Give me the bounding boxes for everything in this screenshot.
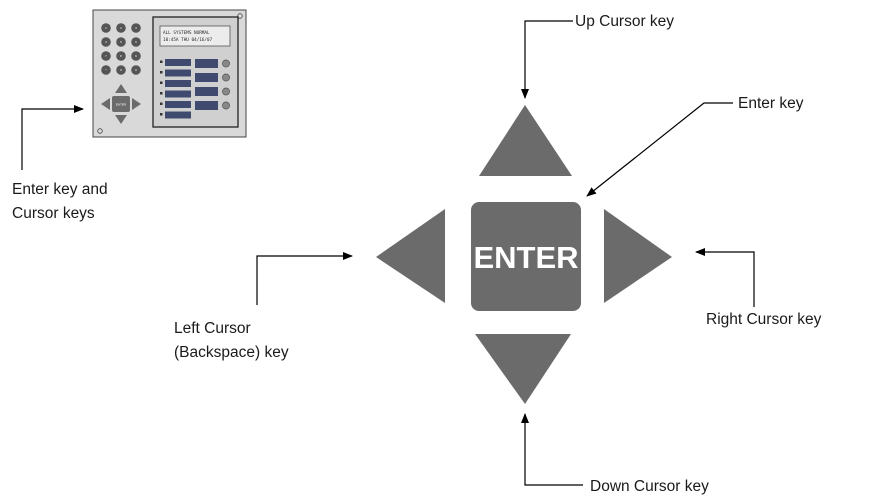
thumbnail-digit-key — [131, 65, 141, 75]
thumbnail-digit-key — [131, 23, 141, 33]
status-led — [160, 113, 163, 116]
function-label-plate — [195, 87, 218, 96]
leader-enter-key — [586, 102, 733, 197]
label-down-cursor-key: Down Cursor key — [590, 478, 709, 495]
function-button — [222, 87, 230, 96]
enter-key — [471, 202, 581, 311]
label-enter-key: Enter key — [738, 95, 804, 112]
control-panel-thumbnail: 1 2 3 4 5 6 7 8 9 * 0 # ENTER ALL SYSTEMS NORMAL 10… — [92, 9, 247, 138]
function-label-plate — [195, 59, 218, 68]
thumbnail-digit-key — [101, 23, 111, 33]
thumbnail-digit-label: 7 — [105, 54, 107, 58]
leader-up-cursor — [521, 20, 573, 99]
panel-screw — [237, 13, 243, 19]
lcd-line-2: 10:45A THU 04/16/07 — [163, 37, 213, 43]
thumbnail-digit-label: * — [105, 68, 107, 72]
callout-lines — [21, 20, 755, 486]
thumbnail-digit-key — [101, 65, 111, 75]
label-left-cursor-line2: (Backspace) key — [174, 344, 289, 361]
function-label-plate — [195, 101, 218, 110]
status-label-plate — [165, 59, 191, 66]
thumbnail-digit-label: # — [135, 68, 137, 72]
thumbnail-digit-key — [131, 37, 141, 47]
thumbnail-digit-key — [101, 37, 111, 47]
status-label-plate — [165, 69, 191, 77]
function-button — [222, 101, 230, 110]
thumbnail-digit-label: 2 — [120, 26, 122, 30]
thumbnail-left-arrow — [101, 98, 110, 110]
numeric-keypad: 1 2 3 4 5 6 7 8 9 * 0 # — [101, 23, 141, 75]
status-label-plate — [165, 111, 191, 119]
function-button — [222, 59, 230, 68]
thumbnail-digit-key — [116, 51, 126, 61]
leader-left-cursor — [256, 252, 353, 305]
leader-right-cursor — [695, 248, 755, 307]
cursor-keypad: ENTER — [376, 105, 672, 404]
status-led — [160, 60, 163, 63]
thumbnail-digit-label: 6 — [135, 40, 137, 44]
function-label-plate — [195, 73, 218, 82]
thumbnail-cursor-keys: ENTER — [101, 84, 141, 124]
left-cursor-key — [376, 209, 445, 303]
thumbnail-digit-label: 3 — [135, 26, 137, 30]
status-led — [160, 102, 163, 105]
status-label-plate — [165, 101, 191, 108]
thumbnail-digit-key — [101, 51, 111, 61]
thumbnail-digit-key — [131, 51, 141, 61]
thumbnail-up-arrow — [115, 84, 127, 93]
right-cursor-key — [604, 209, 672, 303]
enter-key-label: ENTER — [473, 240, 578, 275]
status-led — [160, 81, 163, 84]
status-led — [160, 71, 163, 74]
label-right-cursor-key: Right Cursor key — [706, 311, 822, 328]
up-cursor-key — [479, 105, 572, 176]
panel-screw — [97, 128, 103, 134]
thumbnail-right-arrow — [132, 98, 141, 110]
lcd-window — [159, 25, 231, 47]
thumbnail-digit-key — [116, 23, 126, 33]
status-indicator-rows — [160, 59, 230, 119]
status-label-plate — [165, 80, 191, 87]
thumbnail-digit-label: 5 — [120, 40, 122, 44]
thumbnail-digit-label: 0 — [120, 68, 122, 72]
thumbnail-digit-label: 4 — [105, 40, 107, 44]
label-enter-and-cursor-keys-line1: Enter key and — [12, 181, 108, 198]
thumbnail-digit-label: 1 — [105, 26, 107, 30]
label-left-cursor-line1: Left Cursor — [174, 320, 251, 337]
thumbnail-digit-key — [116, 65, 126, 75]
leader-down-cursor — [521, 413, 583, 486]
thumbnail-digit-label: 8 — [120, 54, 122, 58]
label-enter-and-cursor-keys-line2: Cursor keys — [12, 205, 95, 222]
thumbnail-digit-key — [116, 37, 126, 47]
thumbnail-enter-label: ENTER — [116, 103, 127, 107]
leader-enter-and-cursor — [21, 105, 84, 170]
thumbnail-enter-key — [112, 96, 130, 112]
lcd-line-1: ALL SYSTEMS NORMAL — [163, 30, 210, 36]
function-button — [222, 73, 230, 82]
down-cursor-key — [475, 334, 571, 404]
thumbnail-down-arrow — [115, 115, 127, 124]
label-up-cursor-key: Up Cursor key — [575, 13, 674, 30]
status-label-plate — [165, 90, 191, 98]
thumbnail-digit-label: 9 — [135, 54, 137, 58]
status-led — [160, 92, 163, 95]
